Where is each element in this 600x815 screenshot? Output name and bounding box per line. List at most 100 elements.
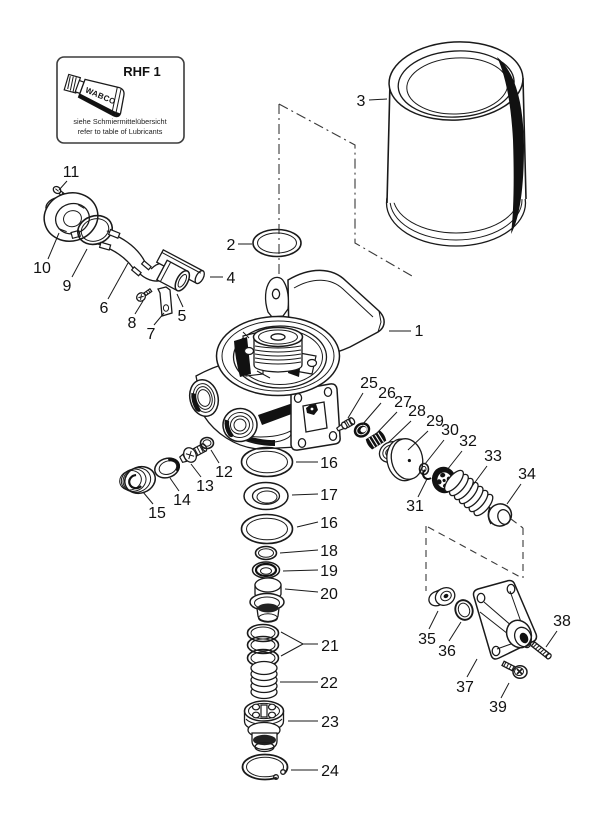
part-number-label-14-13: 14 (173, 492, 191, 509)
part-number-label-1-0: 1 (415, 323, 424, 340)
leader-line-10 (47, 232, 60, 260)
legend-box: WABCO RHF 1 siehe Schmiermittelübersicht… (56, 56, 185, 144)
part-22-spring-drawing (250, 660, 278, 700)
part-number-label-4-3: 4 (227, 270, 236, 287)
part-29-diaphragm-drawing (386, 438, 424, 482)
leader-line-27 (374, 411, 398, 436)
part-number-label-36-36: 36 (438, 643, 456, 660)
part-number-label-13-12: 13 (196, 478, 214, 495)
leader-line-9 (71, 248, 88, 278)
centerlines (278, 103, 413, 334)
leader-line-13 (190, 463, 202, 478)
leader-line-17 (291, 493, 319, 496)
leader-line-31 (417, 478, 428, 498)
part-number-label-10-9: 10 (33, 260, 51, 277)
leader-line-33 (469, 465, 488, 490)
part-number-label-11-10: 11 (63, 164, 80, 181)
part-number-label-18-18: 18 (320, 543, 338, 560)
part-21-orings-drawing (246, 623, 280, 668)
leader-line-20 (284, 588, 319, 593)
legend-note-de: siehe Schmiermittelübersicht (73, 117, 166, 126)
part-number-label-16-15: 16 (320, 455, 338, 472)
part-number-label-22-22: 22 (320, 675, 338, 692)
exhaust-cover-assembly-drawing (428, 579, 552, 679)
part-25-valve-pin-drawing (335, 417, 356, 432)
part-23-valve-drawing (243, 700, 285, 753)
part-15-plug-drawing (119, 465, 156, 495)
part-number-label-19-19: 19 (320, 563, 338, 580)
leader-line-18 (279, 549, 319, 554)
part-number-label-35-35: 35 (418, 631, 436, 648)
part-5-heater-body-drawing (155, 259, 191, 292)
leader-line-36 (448, 621, 462, 642)
part-35-bushing-drawing (428, 586, 456, 607)
lubricant-tube-icon: WABCO (63, 73, 125, 118)
part-number-label-30-30: 30 (441, 422, 459, 439)
part-36-oring-drawing (454, 599, 474, 621)
part-39-screw-drawing (501, 660, 528, 679)
part-number-label-16-17: 16 (320, 515, 338, 532)
part-number-label-20-20: 20 (320, 586, 338, 603)
leader-line-21 (280, 643, 304, 657)
part-1-housing-drawing (188, 269, 385, 451)
part-2-oring-drawing (252, 228, 302, 258)
part-14-seal-drawing (154, 457, 180, 479)
housing-port-upper (188, 378, 220, 418)
part-number-label-28-28: 28 (408, 403, 426, 420)
part-number-label-32-32: 32 (459, 433, 477, 450)
part-19-seal-drawing (251, 561, 281, 579)
part-3-cartridge-drawing (385, 41, 527, 247)
part-number-label-25-25: 25 (360, 375, 378, 392)
leader-line-35 (428, 610, 439, 630)
part-20-piston-drawing (249, 577, 285, 623)
housing-flange-plate (290, 383, 341, 451)
drain-valve-series-drawing (119, 436, 215, 495)
part-number-label-37-37: 37 (456, 679, 474, 696)
part-number-label-3-2: 3 (357, 93, 366, 110)
part-7-bracket-drawing (157, 286, 173, 317)
leader-line-19 (282, 569, 319, 572)
part-number-label-24-24: 24 (321, 763, 339, 780)
part-37-cover-drawing (472, 579, 538, 660)
legend-code: RHF 1 (123, 64, 161, 79)
housing-threaded-boss (252, 326, 304, 373)
leader-line-28 (387, 420, 412, 444)
leader-line-14 (169, 477, 180, 492)
leader-line-30 (424, 439, 445, 465)
part-10-flange-drawing (43, 192, 99, 242)
leader-line-25 (347, 392, 364, 419)
leader-line-21 (280, 631, 318, 645)
leader-line-37 (466, 658, 478, 678)
leader-line-34 (506, 483, 522, 505)
part-number-label-6-5: 6 (100, 300, 109, 317)
housing-port-lower (222, 407, 258, 443)
leader-line-8 (134, 300, 144, 315)
leader-line-5 (176, 293, 184, 308)
heater-assembly-drawing (43, 185, 205, 317)
leader-line-15 (142, 491, 154, 505)
leader-line-39 (500, 682, 510, 699)
part-number-label-38-38: 38 (553, 613, 571, 630)
part-8-screw-drawing (136, 287, 153, 302)
part-number-labels: 1234567891011121314151617161819202122232… (33, 93, 571, 780)
part-number-label-9-8: 9 (63, 278, 72, 295)
part-27-spring-drawing (365, 430, 387, 450)
part-26-seal-ring-drawing (353, 422, 371, 438)
part-31-clip-drawing (422, 469, 432, 480)
part-33-spring-drawing (443, 469, 494, 517)
leader-line-26 (361, 402, 382, 426)
legend-note-en: refer to table of Lubricants (78, 127, 163, 136)
part-number-label-15-14: 15 (148, 505, 166, 522)
part-38-stud-drawing (530, 641, 552, 660)
leader-line-7 (153, 312, 165, 326)
part-number-label-8-7: 8 (128, 315, 137, 332)
leader-lines (47, 98, 558, 771)
part-12-oring-drawing (199, 436, 215, 450)
leader-line-12 (210, 449, 220, 464)
part-number-label-5-4: 5 (178, 308, 187, 325)
leader-line-29 (407, 430, 429, 451)
leader-line-16 (296, 521, 319, 528)
part-34-grommet-drawing (487, 503, 513, 527)
mounting-plane-outline (425, 518, 524, 591)
